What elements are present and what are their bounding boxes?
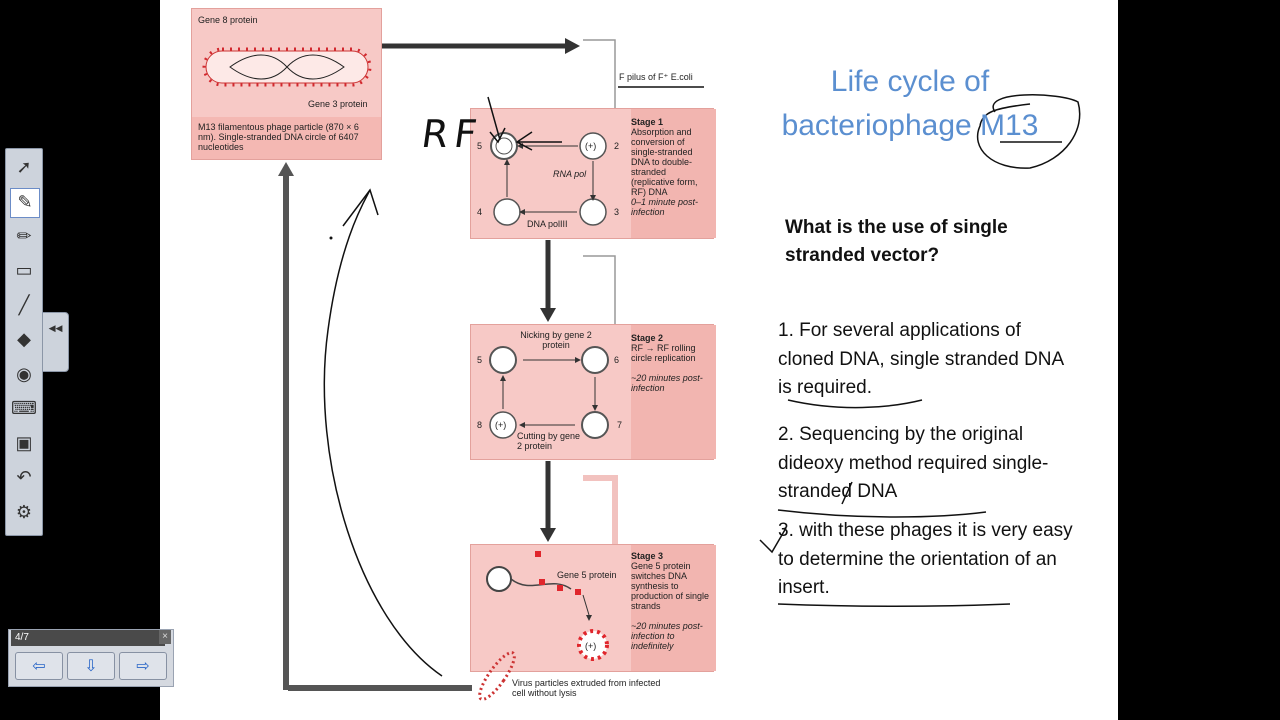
slide-title: Life cycle of bacteriophage M13 <box>750 60 1070 148</box>
pointer-icon[interactable]: ➚ <box>16 156 32 177</box>
gene5-label: Gene 5 protein <box>557 570 617 580</box>
menu-down-icon: ⇩ <box>84 658 98 675</box>
stage2-plus: (+) <box>495 420 507 430</box>
keyboard-icon[interactable]: ⌨ <box>11 398 37 418</box>
stage2-n8: 8 <box>477 420 483 430</box>
title-line1: Life cycle of <box>830 65 990 98</box>
stage2-cycle <box>489 346 609 439</box>
phage-particle-illustration <box>202 47 372 87</box>
previous-slide-button[interactable]: ⇦ <box>15 652 63 680</box>
gene8-label: Gene 8 protein <box>198 15 258 25</box>
settings-icon[interactable]: ⚙ <box>15 501 33 522</box>
slide-pager: 4/7 × ⇦ ⇩ ⇨ <box>8 629 174 687</box>
stage1-box: Stage 1 Absorption and conversion of sin… <box>470 108 716 239</box>
stage1-n5: 5 <box>477 141 483 151</box>
arrow-left-icon: ⇦ <box>32 658 46 675</box>
stage3-body: Gene 5 protein switches DNA synthesis to… <box>631 561 710 611</box>
pen-toolbar: ➚ ✎ ✏ ▭ ╱ ◆ ◉ ⌨ ▣ ↶ ⚙ <box>5 148 43 536</box>
stage3-box: Stage 3 Gene 5 protein switches DNA synt… <box>470 544 716 672</box>
stage2-box: Stage 2 RF → RF rolling circle replicati… <box>470 324 716 460</box>
stage3-illustration <box>486 551 609 661</box>
stage1-n4: 4 <box>477 207 483 217</box>
gene3-label: Gene 3 protein <box>308 99 368 109</box>
stage1-time: 0–1 minute post-infection <box>631 197 699 217</box>
nick-label: Nicking by gene 2 protein <box>520 330 592 350</box>
rna-pol-label: RNA pol <box>553 169 587 179</box>
stage1-plus: (+) <box>585 141 597 151</box>
stage1-title: Stage 1 <box>631 117 664 127</box>
stage3-title: Stage 3 <box>631 551 664 561</box>
undo-icon[interactable]: ↶ <box>16 467 32 487</box>
stage3-time: ~20 minutes post-infection to indefinite… <box>631 621 703 651</box>
eraser-icon[interactable]: ▭ <box>15 260 33 280</box>
question-text: What is the use of single stranded vecto… <box>785 217 1008 266</box>
slide-menu-button[interactable]: ⇩ <box>67 652 115 680</box>
stage2-body: RF → RF rolling circle replication <box>631 343 696 363</box>
stage2-time: ~20 minutes post-infection <box>631 373 703 393</box>
handwritten-rf-annotation: RF <box>418 112 486 156</box>
stage2-title: Stage 2 <box>631 333 664 343</box>
stage1-n3: 3 <box>614 207 620 217</box>
page-count: 4/7 <box>11 630 165 646</box>
arrow-right-icon: ⇨ <box>136 658 150 675</box>
extrude-caption: Virus particles extruded from infected c… <box>512 678 661 698</box>
stage1-n2: 2 <box>614 141 620 151</box>
stage2-n5: 5 <box>477 355 483 365</box>
line-icon[interactable]: ╱ <box>18 294 30 315</box>
fill-icon[interactable]: ◉ <box>16 363 32 384</box>
stage1-body: Absorption and conversion of single-stra… <box>631 127 698 197</box>
title-line2: bacteriophage M13 <box>781 109 1039 142</box>
phage-caption: M13 filamentous phage particle (870 × 6 … <box>198 122 359 152</box>
collapse-icon[interactable]: ◀◀ <box>48 323 63 333</box>
fpilus-label: F pilus of F⁺ E.coli <box>619 72 693 82</box>
stage2-n6: 6 <box>614 355 620 365</box>
slide-canvas: Gene 8 protein Gene 3 protein M13 filame… <box>160 0 1118 720</box>
dna-pol-label: DNA polIII <box>527 219 568 229</box>
toolbar-handle[interactable]: ◀◀ <box>42 312 69 372</box>
point-1: 1. For several applications of cloned DN… <box>778 320 1064 398</box>
point-3: 3. with these phages it is very easy to … <box>778 520 1073 598</box>
point-2: 2. Sequencing by the original dideoxy me… <box>778 424 1049 502</box>
cut-label: Cutting by gene 2 protein <box>517 431 581 451</box>
shapes-icon[interactable]: ◆ <box>17 329 31 349</box>
stage2-n7: 7 <box>617 420 623 430</box>
pen-icon[interactable]: ✎ <box>10 187 40 218</box>
next-slide-button[interactable]: ⇨ <box>119 652 167 680</box>
notes-icon[interactable]: ▣ <box>15 432 33 453</box>
stage3-plus: (+) <box>585 641 597 651</box>
close-icon[interactable]: × <box>159 630 171 644</box>
phage-particle-box: Gene 8 protein Gene 3 protein M13 filame… <box>191 8 382 160</box>
highlighter-icon[interactable]: ✏ <box>16 225 32 246</box>
